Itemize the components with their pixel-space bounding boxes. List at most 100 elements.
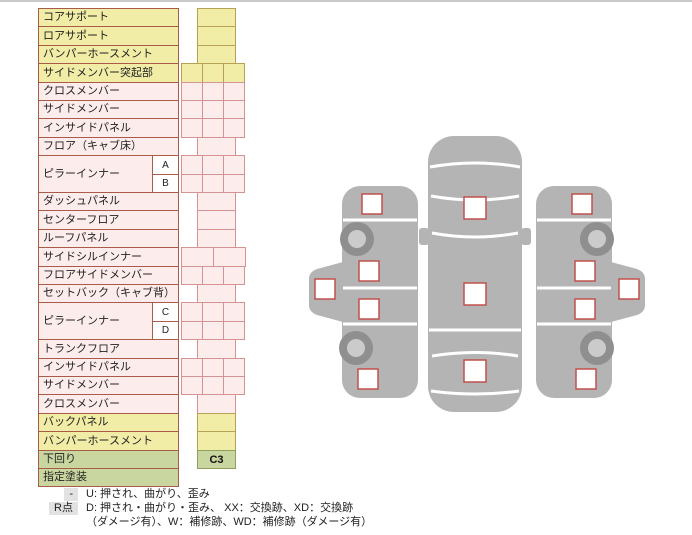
check-cell[interactable]: [223, 376, 245, 395]
top-divider: [0, 0, 692, 2]
marker-left-roof-side[interactable]: [314, 278, 336, 300]
check-cell[interactable]: [197, 210, 236, 230]
row-label-text: クロスメンバー: [43, 397, 120, 410]
check-cell[interactable]: [197, 431, 236, 451]
check-cell[interactable]: [181, 118, 203, 138]
check-cell[interactable]: [197, 137, 236, 156]
check-cell[interactable]: [197, 8, 236, 27]
check-cell[interactable]: [181, 302, 203, 322]
pillar-section-label: D: [152, 321, 179, 340]
pillar-section-label: A: [152, 155, 179, 175]
marker-right-rear-fender[interactable]: [575, 368, 597, 390]
pillar-section-letter: B: [162, 178, 169, 189]
row-label-text: バックパネル: [43, 416, 109, 428]
check-cell[interactable]: [181, 63, 203, 83]
check-cell[interactable]: [202, 155, 224, 175]
marker-hood[interactable]: [463, 196, 487, 220]
car-damage-diagram: [309, 136, 645, 412]
check-cell[interactable]: C3: [197, 450, 236, 469]
legend-text-u: U: 押され、曲がり、歪み: [86, 488, 210, 500]
panel-seam: [429, 161, 521, 169]
marker-trunk[interactable]: [463, 359, 487, 383]
right-side-body: [536, 186, 612, 398]
check-cell[interactable]: [197, 229, 236, 248]
marker-roof[interactable]: [463, 282, 487, 306]
row-label-text: インサイドパネル: [43, 121, 131, 134]
marker-right-rear-door[interactable]: [574, 298, 596, 320]
check-cell[interactable]: [197, 26, 236, 46]
row-label-text: コアサポート: [43, 11, 109, 23]
row-label: コアサポート: [38, 8, 179, 27]
check-cell[interactable]: [213, 247, 246, 267]
check-cell[interactable]: [202, 302, 224, 322]
check-cell[interactable]: [223, 302, 245, 322]
row-label: バンパーホースメント: [38, 45, 179, 64]
check-cell[interactable]: [181, 266, 203, 285]
check-cell[interactable]: [223, 82, 245, 101]
check-cell[interactable]: [202, 63, 224, 83]
row-label-text: ダッシュパネル: [43, 195, 120, 207]
marker-right-roof-side[interactable]: [618, 278, 640, 300]
row-label: クロスメンバー: [38, 394, 179, 414]
check-cell[interactable]: [223, 358, 245, 377]
check-cell[interactable]: [181, 174, 203, 193]
check-cell[interactable]: [181, 247, 214, 267]
right-front-wheel-hub: [588, 230, 606, 248]
row-label: ピラーインナー: [38, 155, 153, 193]
check-cell[interactable]: [202, 118, 224, 138]
check-cell[interactable]: [223, 321, 245, 340]
row-label: バックパネル: [38, 413, 179, 432]
check-cell[interactable]: [197, 413, 236, 432]
check-cell[interactable]: [197, 284, 236, 303]
row-label: ピラーインナー: [38, 302, 153, 340]
check-cell[interactable]: [181, 155, 203, 175]
row-label: クロスメンバー: [38, 82, 179, 101]
row-label-text: ピラーインナー: [43, 314, 120, 327]
row-label: ロアサポート: [38, 26, 179, 46]
row-label: 指定塗装: [38, 468, 179, 487]
row-label-text: サイドメンバー: [43, 379, 120, 391]
pillar-section-letter: D: [161, 325, 170, 336]
check-cell[interactable]: [223, 100, 245, 119]
left-mirror: [419, 228, 429, 245]
parts-checklist: コアサポートロアサポートバンパーホースメントサイドメンバー突起部クロスメンバーサ…: [0, 0, 300, 535]
panel-seam: [431, 231, 519, 239]
row-label: サイドメンバー: [38, 376, 179, 395]
car-right-side-view: [536, 186, 645, 398]
check-cell[interactable]: [202, 376, 224, 395]
check-cell[interactable]: [197, 394, 236, 414]
row-label-text: バンパーホースメント: [43, 434, 153, 447]
check-cell[interactable]: [181, 82, 203, 101]
check-cell[interactable]: [202, 100, 224, 119]
row-label-text: サイドシルインナー: [43, 250, 142, 263]
marker-left-rear-fender[interactable]: [357, 368, 379, 390]
check-cell[interactable]: [202, 266, 224, 285]
check-cell[interactable]: [202, 321, 224, 340]
check-cell[interactable]: [181, 321, 203, 340]
legend-key-dash: -: [64, 488, 78, 501]
check-cell[interactable]: [197, 192, 236, 211]
marker-left-front-door[interactable]: [358, 260, 380, 282]
check-cell[interactable]: [197, 45, 236, 64]
check-cell[interactable]: [202, 358, 224, 377]
check-cell[interactable]: [181, 376, 203, 395]
row-label: ダッシュパネル: [38, 192, 179, 211]
marker-right-front-door[interactable]: [574, 260, 596, 282]
marker-left-front-fender[interactable]: [361, 193, 383, 215]
row-label: インサイドパネル: [38, 118, 179, 138]
check-cell[interactable]: [181, 358, 203, 377]
check-cell[interactable]: [197, 339, 236, 359]
check-cell[interactable]: [223, 63, 245, 83]
row-label-text: トランクフロア: [43, 342, 120, 355]
marker-left-rear-door[interactable]: [358, 298, 380, 320]
check-cell[interactable]: [202, 82, 224, 101]
legend-text-r-cont: （ダメージ有）、W：補修跡、WD：補修跡（ダメージ有）: [86, 516, 373, 528]
check-cell[interactable]: [223, 174, 245, 193]
check-cell[interactable]: [202, 174, 224, 193]
legend-text-r: D: 押され・曲がり・歪み、 XX：交換跡、XD：交換跡: [86, 502, 354, 514]
check-cell[interactable]: [223, 155, 245, 175]
marker-right-front-fender[interactable]: [571, 193, 593, 215]
check-cell[interactable]: [223, 118, 245, 138]
check-cell[interactable]: [223, 266, 245, 285]
check-cell[interactable]: [181, 100, 203, 119]
